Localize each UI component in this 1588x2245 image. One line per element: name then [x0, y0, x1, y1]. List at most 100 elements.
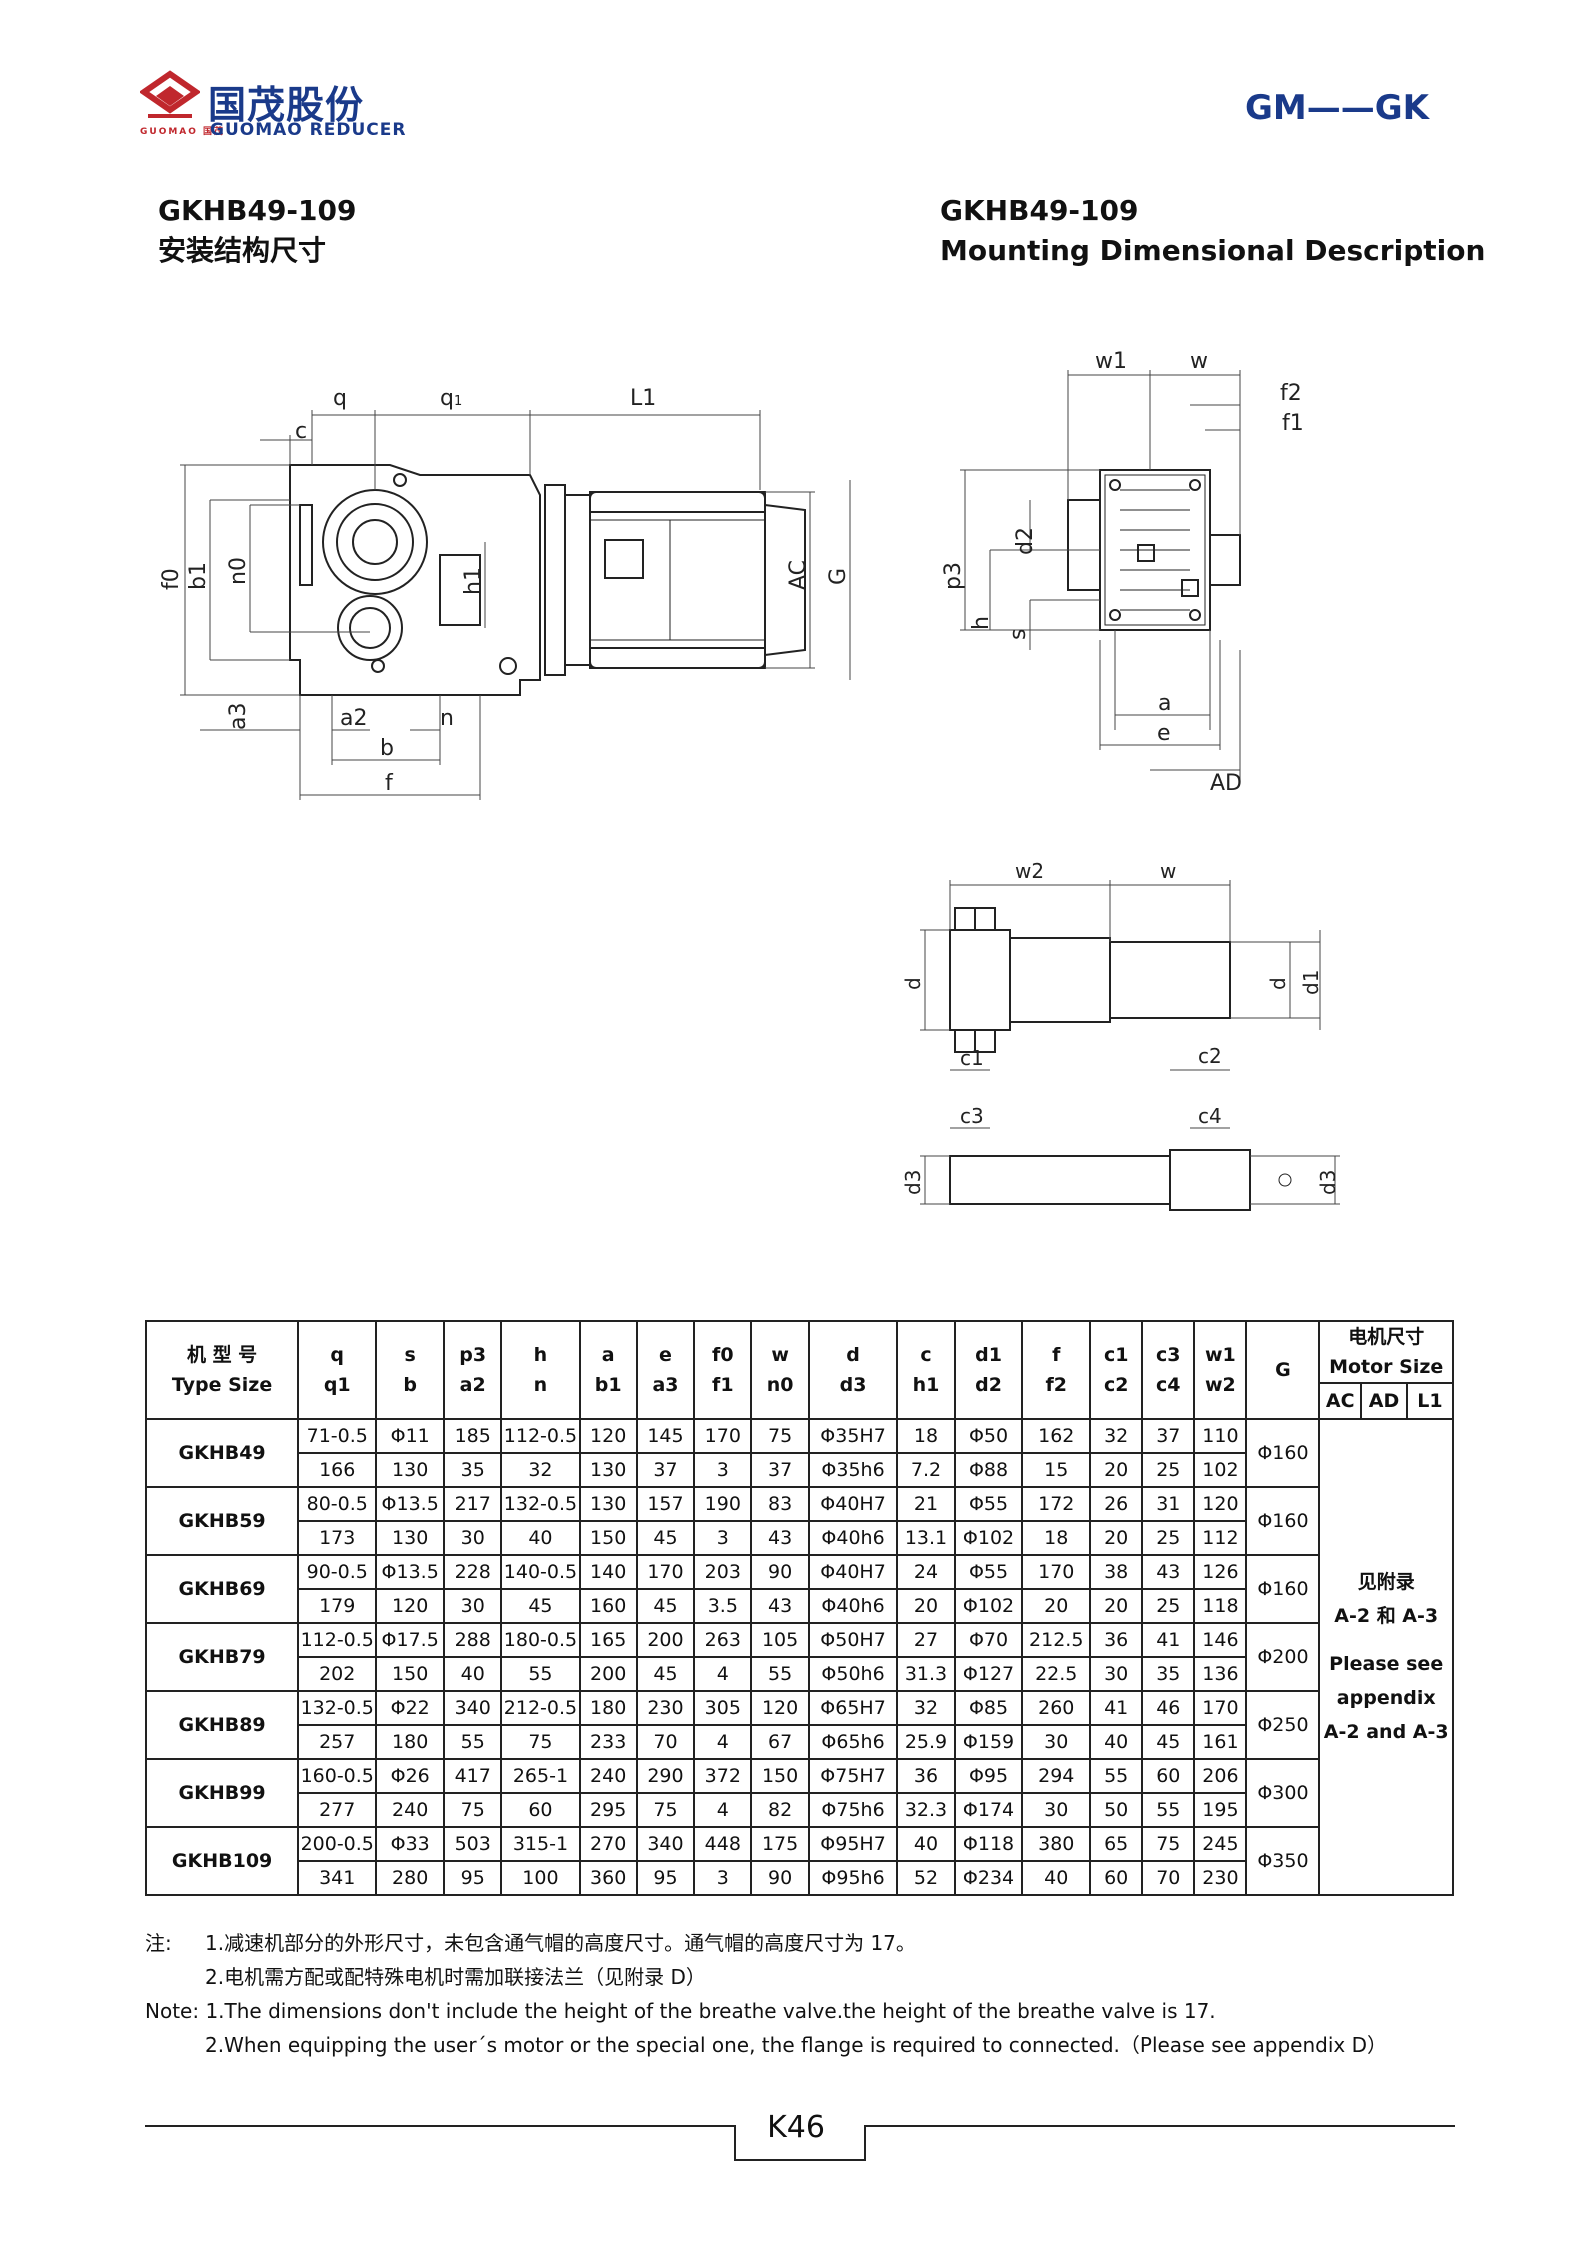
- table-cell: 175: [750, 1826, 810, 1862]
- table-cell: 38: [1089, 1554, 1144, 1590]
- header-motor-cn: 电机尺寸: [1348, 1326, 1425, 1348]
- table-cell: 13.1: [896, 1520, 956, 1556]
- table-cell: Φ65h6: [807, 1724, 899, 1760]
- G-cell: Φ300: [1245, 1758, 1321, 1828]
- table-cell: 179: [297, 1588, 378, 1624]
- dim-label-G: G: [826, 568, 851, 585]
- table-cell: 32: [1089, 1418, 1144, 1454]
- table-cell: 52: [896, 1860, 956, 1896]
- dim-label-L1: L1: [630, 386, 656, 411]
- table-cell: 146: [1193, 1622, 1248, 1658]
- table-cell: 95: [635, 1860, 696, 1896]
- dim-label-p3: p3: [941, 562, 966, 590]
- table-cell: 150: [375, 1656, 446, 1692]
- dim-label-d1: d1: [1299, 970, 1323, 995]
- table-cell: 55: [750, 1656, 810, 1692]
- table-cell: Φ95h6: [807, 1860, 899, 1896]
- table-cell: 35: [443, 1452, 503, 1488]
- table-cell: 37: [635, 1452, 696, 1488]
- table-cell: 360: [578, 1860, 638, 1896]
- table-cell: 217: [443, 1486, 503, 1522]
- table-cell: 75: [443, 1792, 503, 1828]
- table-cell: 36: [896, 1758, 956, 1794]
- table-cell: 162: [1021, 1418, 1092, 1454]
- table-cell: 380: [1021, 1826, 1092, 1862]
- table-cell: 20: [1089, 1520, 1144, 1556]
- dim-label-c1: c1: [960, 1046, 984, 1070]
- table-cell: 30: [443, 1588, 503, 1624]
- dim-label-f: f: [385, 771, 394, 796]
- table-cell: 3.5: [693, 1588, 753, 1624]
- table-cell: Φ55: [953, 1554, 1024, 1590]
- table-cell: 60: [500, 1792, 581, 1828]
- table-cell: 132-0.5: [297, 1690, 378, 1726]
- table-cell: 40: [443, 1656, 503, 1692]
- header-motor-en: Motor Size: [1329, 1356, 1444, 1378]
- table-cell: 40: [500, 1520, 581, 1556]
- table-cell: 294: [1021, 1758, 1092, 1794]
- table-cell: Φ75H7: [807, 1758, 899, 1794]
- table-cell: 22.5: [1021, 1656, 1092, 1692]
- table-cell: 37: [1141, 1418, 1196, 1454]
- header-G: G: [1245, 1320, 1321, 1420]
- table-cell: 70: [1141, 1860, 1196, 1896]
- table-cell: 30: [443, 1520, 503, 1556]
- table-cell: 3: [693, 1520, 753, 1556]
- dim-label-h: h: [969, 616, 994, 630]
- page-number: K46: [767, 2110, 825, 2145]
- table-cell: 60: [1141, 1758, 1196, 1794]
- table-cell: Φ55: [953, 1486, 1024, 1522]
- table-cell: 173: [297, 1520, 378, 1556]
- model-cell: GKHB59: [144, 1486, 300, 1556]
- table-cell: 75: [635, 1792, 696, 1828]
- table-cell: 71-0.5: [297, 1418, 378, 1454]
- table-cell: 45: [635, 1520, 696, 1556]
- table-cell: 263: [693, 1622, 753, 1658]
- table-cell: 70: [635, 1724, 696, 1760]
- motor-note-line: A-2 和 A-3: [1334, 1605, 1439, 1627]
- table-cell: 166: [297, 1452, 378, 1488]
- table-cell: 50: [1089, 1792, 1144, 1828]
- table-cell: 20: [1021, 1588, 1092, 1624]
- table-cell: 112: [1193, 1520, 1248, 1556]
- table-cell: 170: [693, 1418, 753, 1454]
- dim-label-w-shaft: w: [1160, 860, 1176, 883]
- model-cell: GKHB69: [144, 1554, 300, 1624]
- dim-label-q1: q1: [440, 386, 462, 411]
- table-cell: Φ102: [953, 1520, 1024, 1556]
- table-cell: 75: [500, 1724, 581, 1760]
- table-cell: 185: [443, 1418, 503, 1454]
- table-cell: 15: [1021, 1452, 1092, 1488]
- table-cell: 230: [1193, 1860, 1248, 1896]
- table-cell: 233: [578, 1724, 638, 1760]
- motor-note-line: A-2 and A-3: [1323, 1721, 1449, 1743]
- table-cell: 203: [693, 1554, 753, 1590]
- table-cell: Φ65H7: [807, 1690, 899, 1726]
- table-cell: 43: [1141, 1554, 1196, 1590]
- table-cell: Φ40H7: [807, 1554, 899, 1590]
- table-cell: Φ35H7: [807, 1418, 899, 1454]
- right-heading-title: Mounting Dimensional Description: [940, 234, 1486, 267]
- table-cell: 295: [578, 1792, 638, 1828]
- table-cell: 90: [750, 1554, 810, 1590]
- table-cell: 503: [443, 1826, 503, 1862]
- header-motor-L1: L1: [1405, 1382, 1455, 1420]
- table-cell: 41: [1089, 1690, 1144, 1726]
- table-cell: 32: [896, 1690, 956, 1726]
- table-cell: 230: [635, 1690, 696, 1726]
- right-heading-model: GKHB49-109: [940, 194, 1139, 227]
- G-cell: Φ200: [1245, 1622, 1321, 1692]
- table-cell: 315-1: [500, 1826, 581, 1862]
- model-cell: GKHB79: [144, 1622, 300, 1692]
- table-cell: 161: [1193, 1724, 1248, 1760]
- table-cell: 126: [1193, 1554, 1248, 1590]
- table-cell: 31.3: [896, 1656, 956, 1692]
